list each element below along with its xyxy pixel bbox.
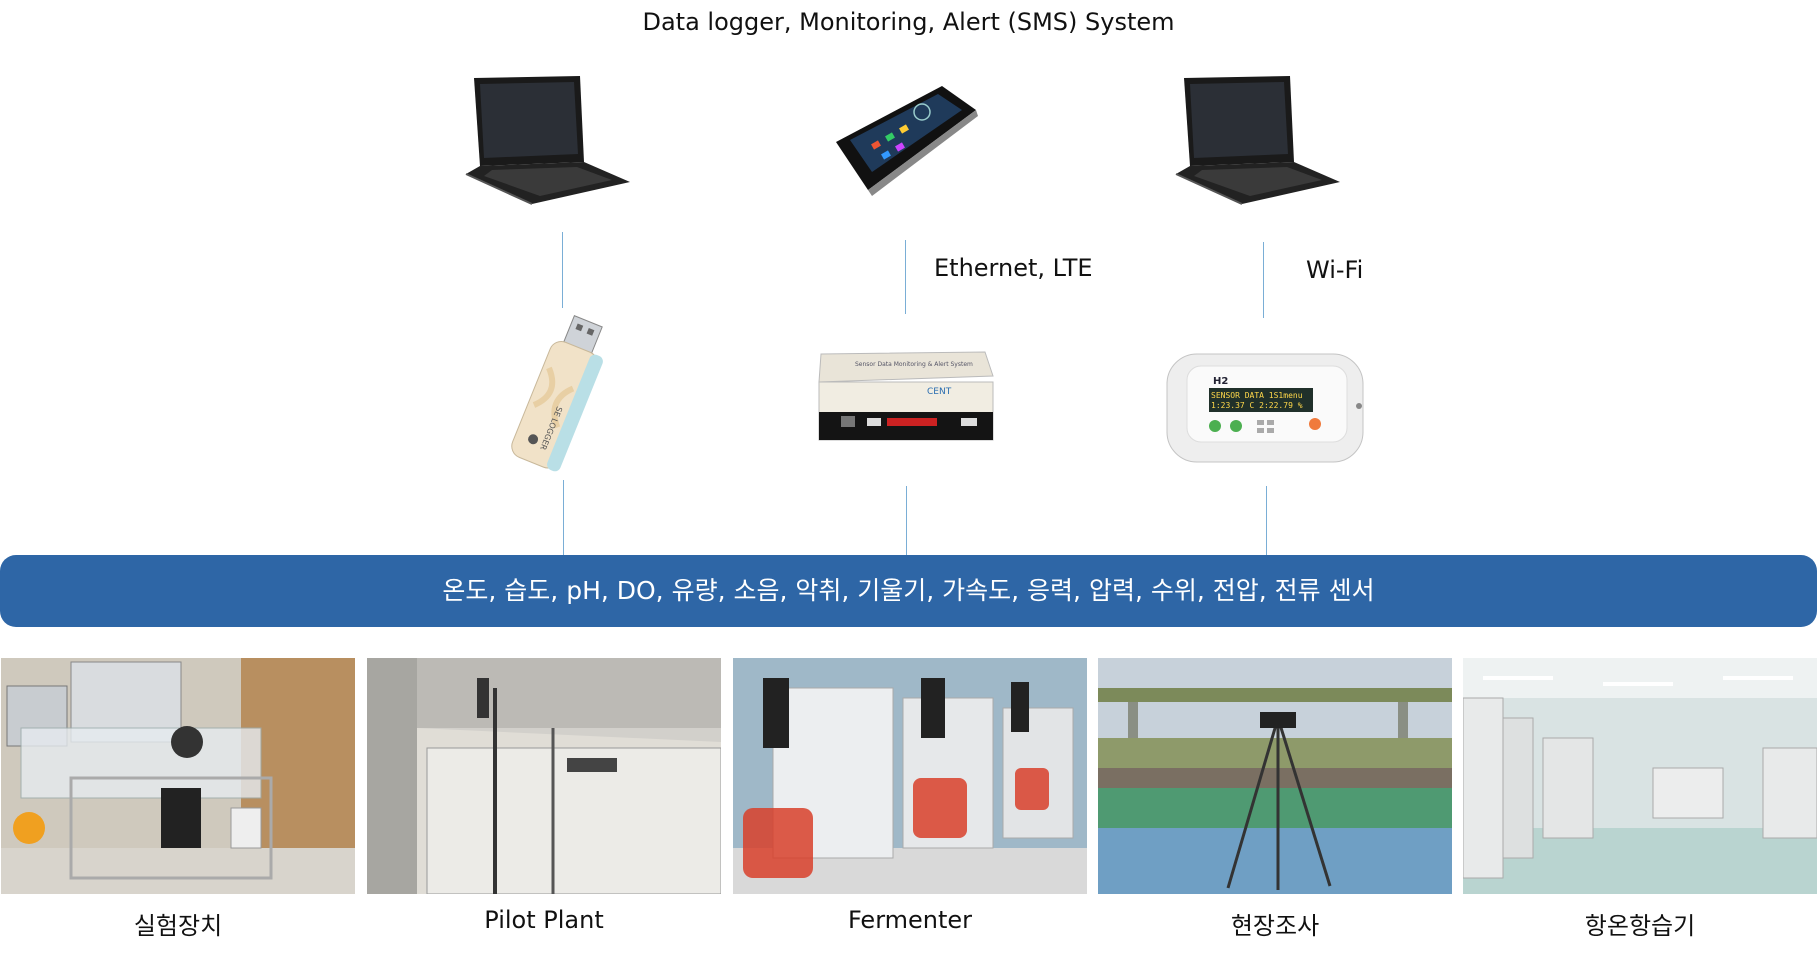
site-caption: 항온항습기 [1584,912,1696,940]
connector-line-middle-upper [905,240,906,314]
site-caption: Fermenter [847,906,973,934]
photo-lab-equipment [1,658,355,894]
site-caption: 현장조사 [1230,912,1320,940]
diagram-title: Data logger, Monitoring, Alert (SMS) Sys… [642,8,1175,36]
photo-constant-temperature-chamber [1463,658,1817,894]
laptop-icon-right [1175,76,1340,205]
monitor-logo: H2 [1213,376,1228,387]
connector-line-right-lower [1266,486,1267,556]
photo-pilot-plant [367,658,721,894]
sensor-types-banner: 온도, 습도, pH, DO, 유량, 소음, 악취, 기울기, 가속도, 응력… [0,555,1817,627]
smartphone-icon [836,86,978,196]
gateway-device-text: Sensor Data Monitoring & Alert System [855,361,973,368]
monitor-display-line2: 1:23.37 C 2:22.79 % [1211,401,1303,410]
connector-line-left-lower [563,480,564,556]
connector-line-right-upper [1263,242,1264,318]
photo-field-survey [1098,658,1452,894]
monitor-display-line1: SENSOR DATA 1S1menu [1211,391,1303,400]
photo-fermenter [733,658,1087,894]
gateway-device-icon: Sensor Data Monitoring & Alert System CE… [818,351,994,441]
usb-data-logger-icon: SE LOGGER [511,315,603,472]
connector-line-left-upper [562,232,563,308]
laptop-icon-left [465,76,630,205]
gateway-device-brand: CENT [927,387,952,397]
link-label-ethernet-lte: Ethernet, LTE [934,254,1093,282]
sensor-monitor-icon: SENSOR DATA 1S1menu 1:23.37 C 2:22.79 % … [1166,353,1364,463]
connector-line-middle-lower [906,486,907,556]
link-label-wifi: Wi-Fi [1306,256,1364,284]
site-caption: Pilot Plant [484,906,604,934]
site-caption: 실험장치 [133,912,223,940]
